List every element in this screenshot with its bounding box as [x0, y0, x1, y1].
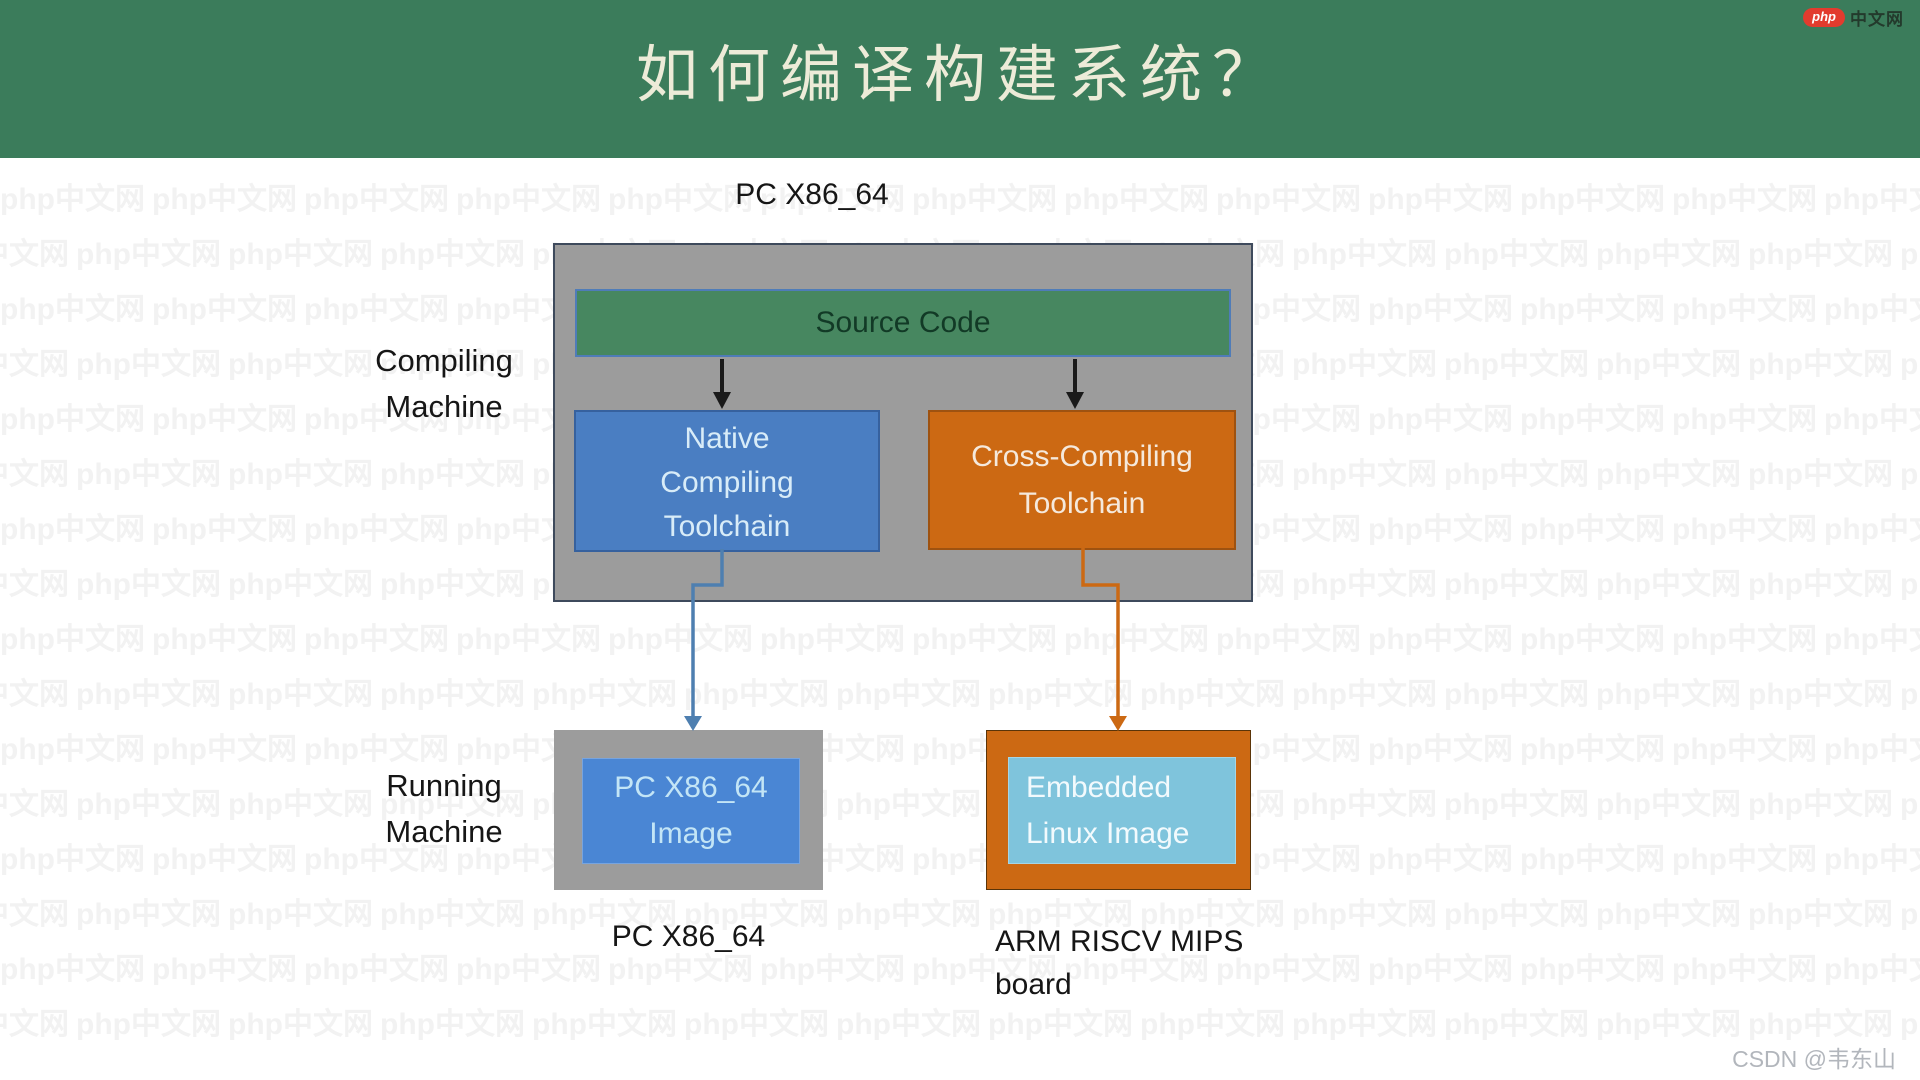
embedded-image-line2: Linux Image	[1026, 816, 1190, 850]
pc-image-box: PC X86_64 Image	[582, 758, 800, 864]
php-logo-icon: php	[1803, 7, 1845, 27]
board-running-machine-box: Embedded Linux Image	[986, 730, 1251, 890]
native-toolchain-line1: Native	[684, 422, 770, 455]
native-toolchain-line3: Toolchain	[663, 510, 791, 543]
board-platform-label-line1: ARM RISCV MIPS	[995, 925, 1244, 958]
pc-running-machine-box: PC X86_64 Image	[554, 730, 823, 890]
embedded-linux-image-box: Embedded Linux Image	[1008, 757, 1236, 864]
slide-title: 如何编译构建系统？	[635, 38, 1284, 111]
native-compiling-toolchain-box: Native Compiling Toolchain	[574, 410, 880, 552]
compiling-machine-label-line2: Machine	[385, 389, 503, 424]
cross-compiling-toolchain-box: Cross-Compiling Toolchain	[928, 410, 1236, 550]
board-platform-label: ARM RISCV MIPS board	[995, 920, 1295, 1006]
embedded-image-line1: Embedded	[1026, 770, 1172, 804]
running-machine-label-line1: Running	[386, 768, 502, 803]
running-machine-label-line2: Machine	[385, 814, 503, 849]
pc-platform-label: PC X86_64	[611, 920, 766, 953]
cross-toolchain-line1: Cross-Compiling	[971, 440, 1193, 473]
site-logo: php 中文网	[1803, 6, 1904, 29]
site-logo-text: 中文网	[1850, 9, 1904, 29]
compiling-machine-label: Compiling Machine	[334, 338, 554, 430]
pc-image-line2: Image	[649, 817, 733, 850]
native-toolchain-line2: Compiling	[660, 466, 794, 499]
csdn-credit-watermark: CSDN @韦东山	[1732, 1046, 1896, 1072]
cross-toolchain-line2: Toolchain	[1018, 487, 1146, 520]
running-machine-label: Running Machine	[334, 763, 554, 855]
compiling-machine-platform-label: PC X86_64	[735, 178, 889, 211]
compiling-machine-label-line1: Compiling	[375, 343, 513, 378]
board-platform-label-line2: board	[995, 968, 1072, 1001]
source-code-box: Source Code	[575, 289, 1231, 357]
source-code-label: Source Code	[815, 306, 991, 339]
slide-header-banner: 如何编译构建系统？	[0, 0, 1920, 158]
pc-image-line1: PC X86_64	[614, 771, 768, 804]
compiling-machine-box: Source Code Native Compiling Toolchain C…	[553, 243, 1253, 602]
